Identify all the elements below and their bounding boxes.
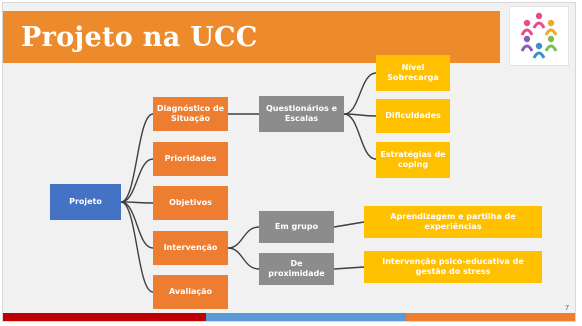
node-intervencao-psico[interactable]: Intervenção psico-educativa de gestão do… — [364, 251, 542, 283]
connector-lines — [120, 72, 377, 293]
slide: Projeto na UCC — [2, 2, 576, 322]
node-avaliacao[interactable]: Avaliação — [153, 275, 228, 309]
node-intervencao[interactable]: Intervenção — [153, 231, 228, 265]
node-objetivos[interactable]: Objetivos — [153, 186, 228, 220]
logo — [509, 6, 569, 66]
node-questionarios[interactable]: Questionários e Escalas — [259, 96, 344, 132]
people-circle-logo-icon — [520, 12, 558, 59]
node-aprendizagem[interactable]: Aprendizagem e partilha de experiências — [364, 206, 542, 238]
page-number: 7 — [565, 305, 569, 312]
node-nivel-sobrecarga[interactable]: Nível Sobrecarga — [376, 55, 450, 91]
node-estrategias[interactable]: Estratégias de coping — [376, 142, 450, 178]
node-dificuldades[interactable]: Dificuldades — [376, 99, 450, 133]
node-em-grupo[interactable]: Em grupo — [259, 211, 334, 243]
footer-bar-blue — [206, 313, 406, 321]
node-prioridades[interactable]: Prioridades — [153, 142, 228, 176]
footer-bar-orange — [406, 313, 575, 321]
node-de-proximidade[interactable]: De proximidade — [259, 253, 334, 285]
node-projeto[interactable]: Projeto — [50, 184, 121, 220]
title-band — [3, 11, 500, 63]
node-diagnostico[interactable]: Diagnóstico de Situação — [153, 97, 228, 131]
footer-bar-red — [3, 313, 206, 321]
logo-figures — [520, 12, 558, 59]
slide-title: Projeto na UCC — [21, 22, 258, 53]
